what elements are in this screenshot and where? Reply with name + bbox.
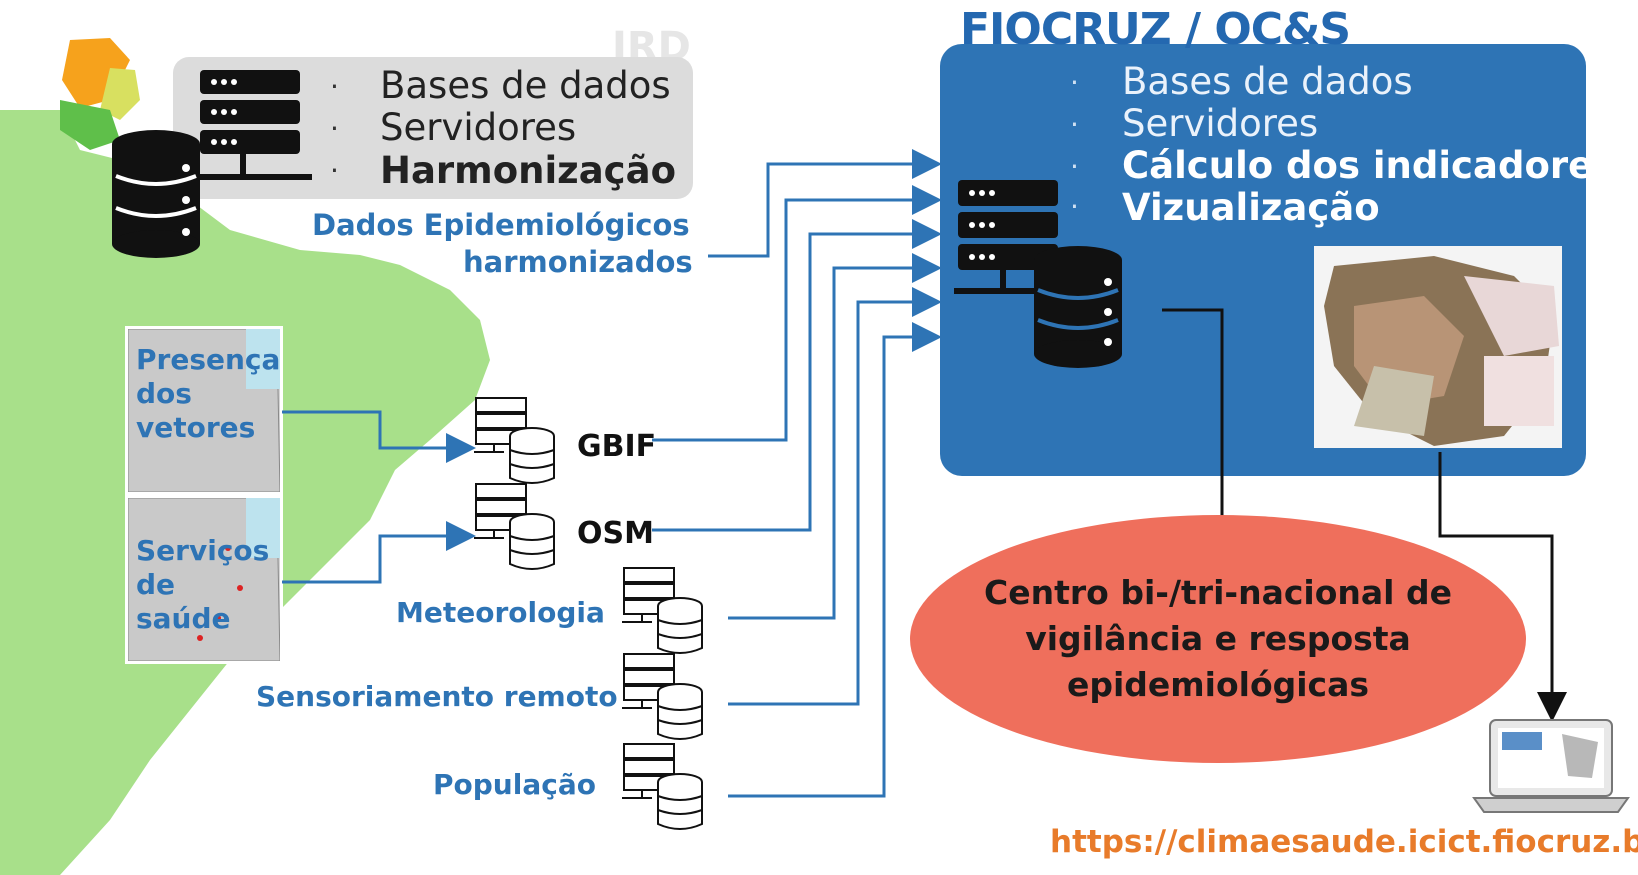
arrow-populacao — [728, 322, 942, 798]
source-label-populacao: População — [433, 768, 596, 801]
bullet-icon: · — [1070, 66, 1079, 99]
database-icon — [1034, 246, 1122, 368]
server-rack-icon — [954, 180, 1058, 294]
arrow-to-center — [1162, 308, 1237, 552]
surveillance-center-text: Centro bi-/tri-nacional de vigilância e … — [930, 570, 1506, 708]
collage-picture — [1314, 246, 1562, 448]
arrow-osm — [652, 219, 942, 532]
osm-server-icon — [474, 483, 555, 570]
map-thumbnail-image — [128, 329, 280, 492]
source-label-sensoriamento: Sensoriamento remoto — [256, 680, 618, 713]
ird-item-harmonizacao: Harmonização — [380, 149, 676, 192]
source-label-osm: OSM — [577, 516, 654, 551]
bullet-icon: · — [330, 112, 339, 145]
arrow-meteorologia — [728, 253, 942, 620]
surveillance-center-ellipse — [910, 515, 1526, 763]
thumbnail-label: Presença dos vetores — [136, 343, 281, 444]
center-line2: vigilância e resposta — [1025, 619, 1411, 658]
ird-item-bases: Bases de dados — [380, 64, 671, 107]
amapa-green — [60, 100, 120, 150]
guiana-yellow — [100, 68, 140, 120]
map-thumbnail-image — [128, 498, 280, 661]
sensoriamento-server-icon — [622, 653, 703, 740]
fiocruz-item-bases: Bases de dados — [1122, 60, 1413, 103]
meteorologia-server-icon — [622, 567, 703, 654]
laptop-icon — [1472, 719, 1630, 813]
ird-item-servidores: Servidores — [380, 106, 577, 149]
thumbnail-health-services: Serviços de saúde — [125, 495, 283, 664]
bullet-icon: · — [1070, 150, 1079, 183]
visualization-collage-image — [1314, 246, 1562, 448]
fiocruz-item-visualizacao: Vizualização — [1122, 186, 1380, 229]
fiocruz-item-servidores: Servidores — [1122, 102, 1319, 145]
bullet-icon: · — [330, 70, 339, 103]
arrow-to-laptop — [1438, 452, 1567, 722]
bullet-icon: · — [330, 154, 339, 187]
harmonized-label-line1: Dados Epidemiológicos — [312, 208, 690, 242]
website-url-link[interactable]: https://climaesaude.icict.fiocruz.br — [1050, 824, 1638, 860]
arrow-vetores — [282, 410, 476, 463]
harmonized-label-line2: harmonizados — [463, 245, 693, 279]
fiocruz-item-calculo: Cálculo dos indicadores — [1122, 144, 1616, 187]
arrow-gbif — [652, 185, 942, 442]
arrow-sensoriamento — [728, 287, 942, 706]
thumbnail-vector-presence: Presença dos vetores — [125, 326, 283, 495]
source-label-meteorologia: Meteorologia — [396, 596, 605, 629]
arrow-servicos — [282, 521, 476, 584]
gbif-server-icon — [474, 397, 555, 484]
bullet-icon: · — [1070, 190, 1079, 223]
server-rack-icon — [200, 70, 312, 180]
center-line3: epidemiológicas — [1066, 665, 1370, 704]
database-icon — [112, 130, 200, 258]
arrow-harmonized — [708, 149, 942, 258]
source-label-gbif: GBIF — [577, 429, 657, 464]
center-line1: Centro bi-/tri-nacional de — [984, 573, 1452, 612]
populacao-server-icon — [622, 743, 703, 830]
bullet-icon: · — [1070, 108, 1079, 141]
fiocruz-title: FIOCRUZ / OC&S — [960, 4, 1351, 55]
thumbnail-label: Serviços de saúde — [136, 534, 270, 635]
